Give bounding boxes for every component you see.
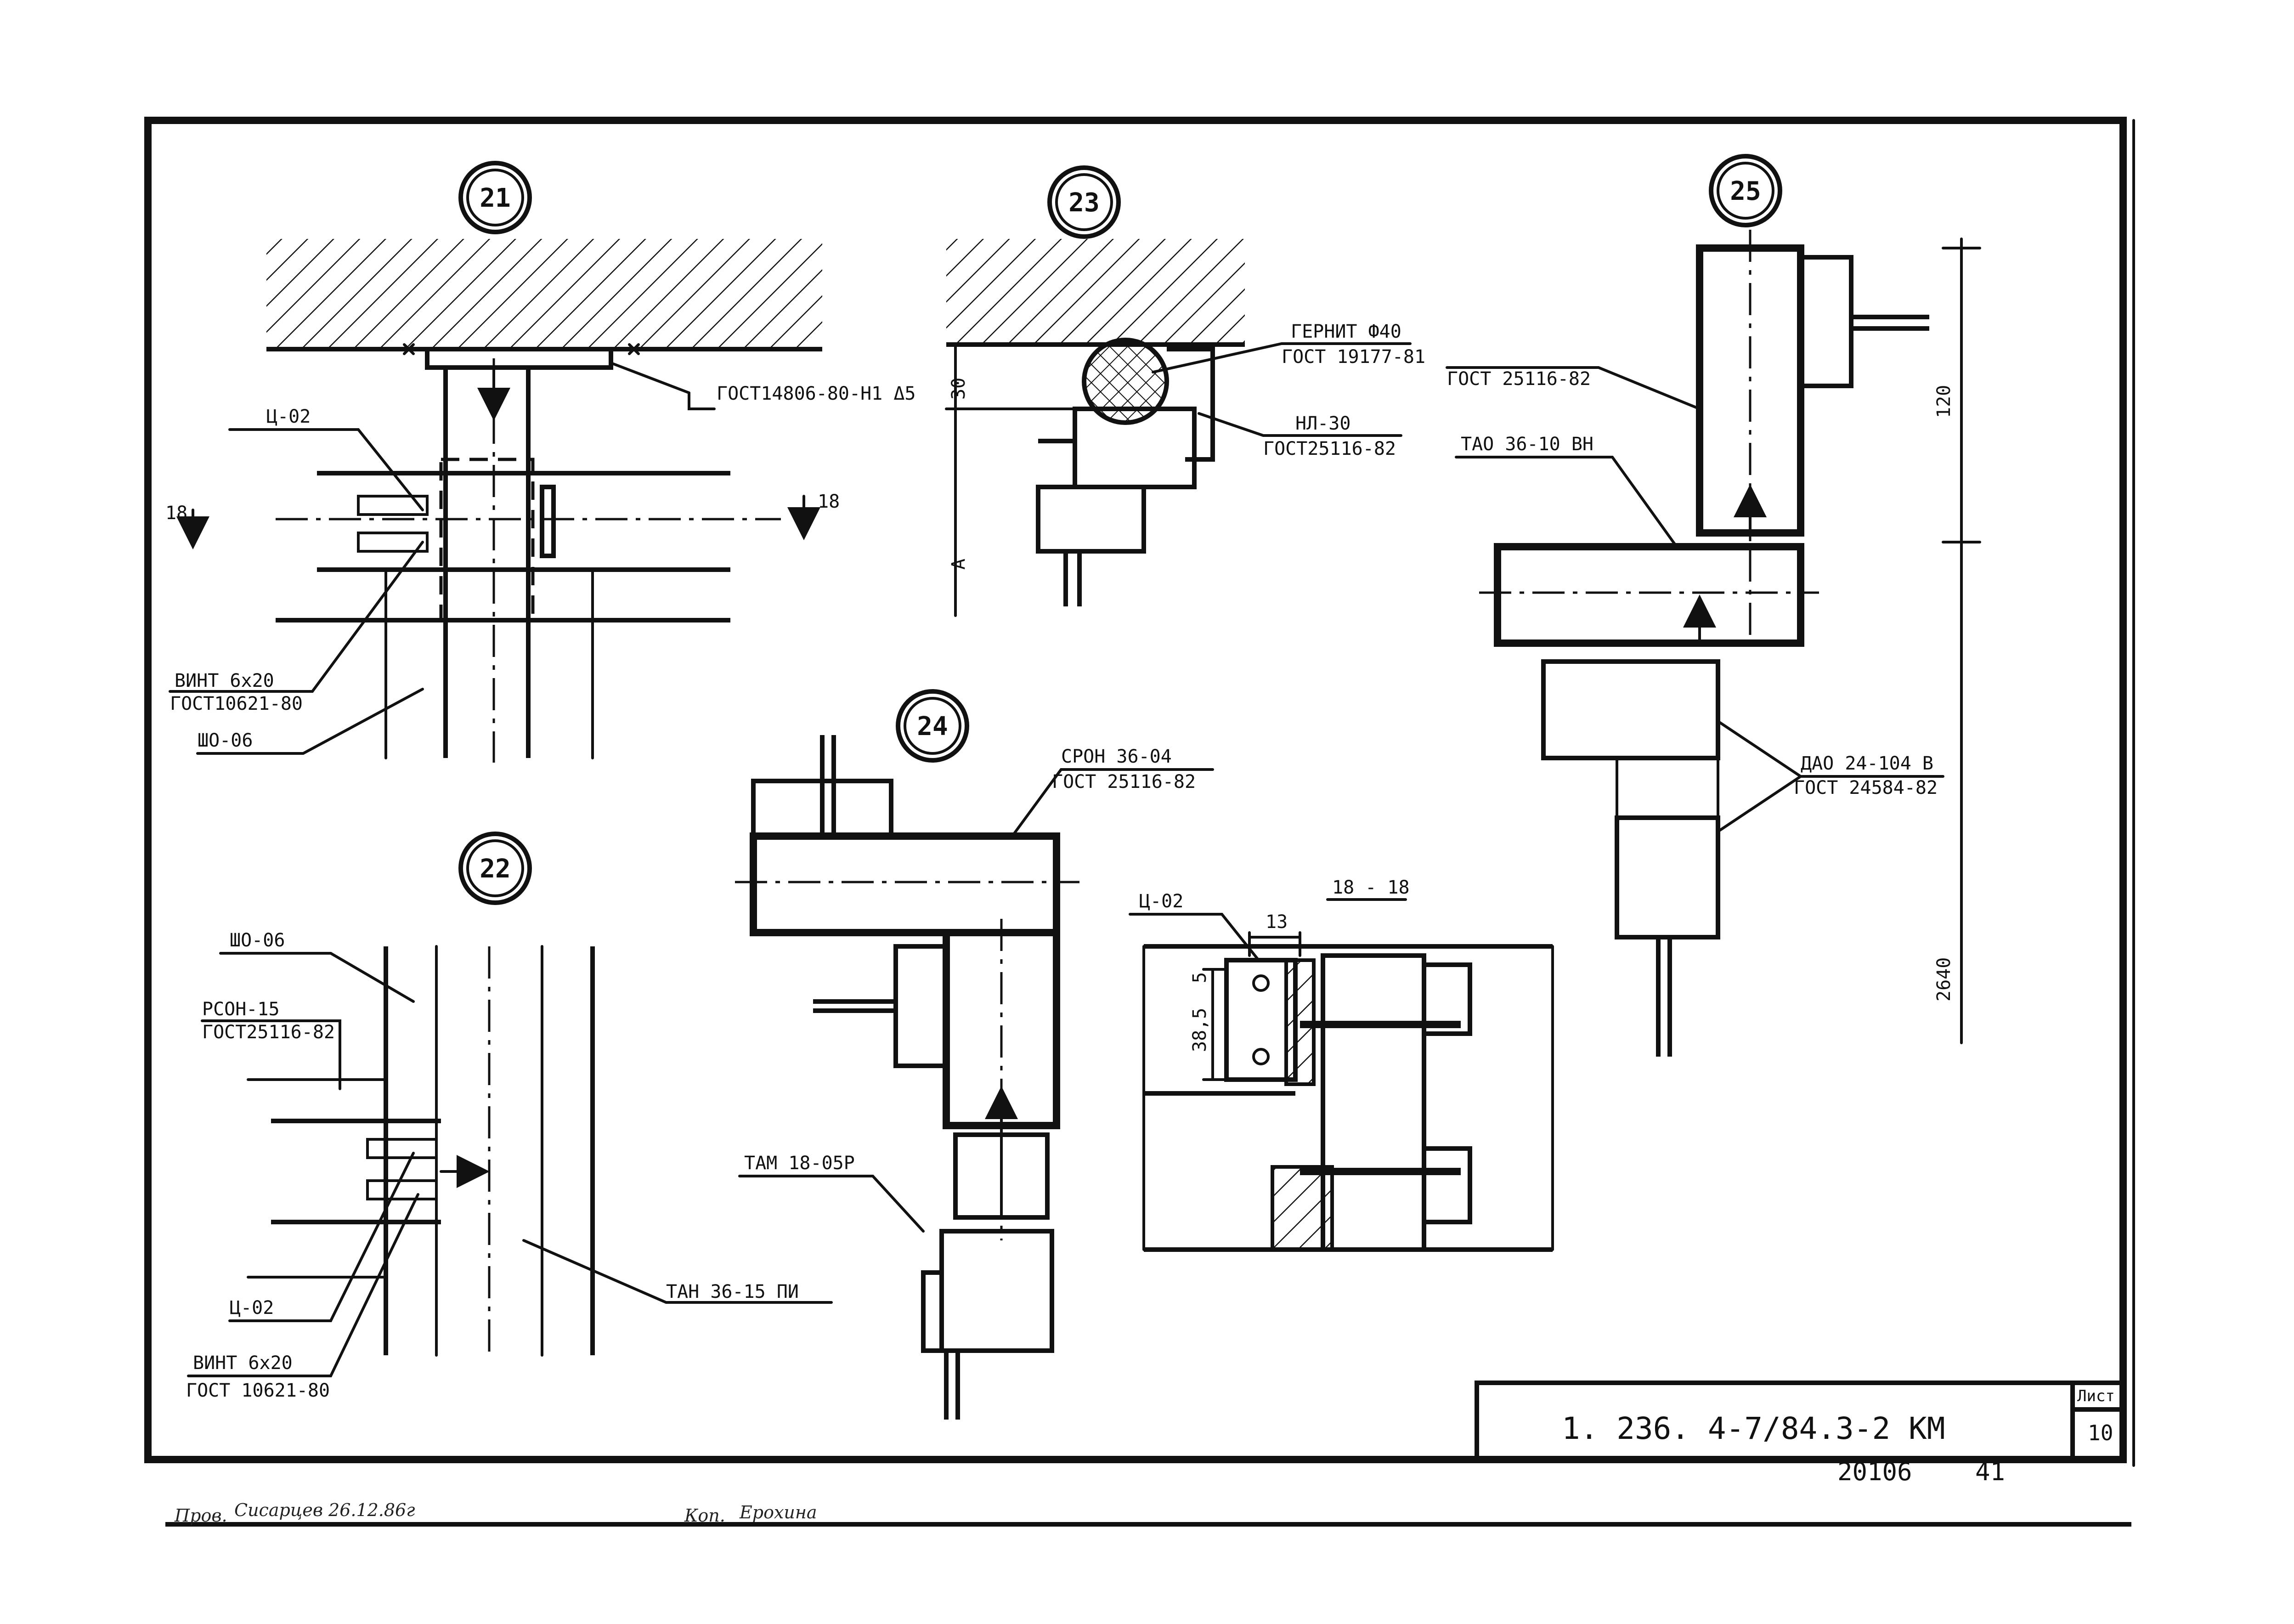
label-gost25116-22: ГОСТ25116-82	[202, 1022, 335, 1043]
sron-profile-24	[750, 832, 1060, 936]
page-number: 41	[1975, 1457, 2005, 1486]
detail-25: 25 120 2640 ГОСТ 25116-82 ТАО 36-10 ВН Д…	[1446, 154, 1981, 1057]
label-gost10621-21: ГОСТ10621-80	[170, 693, 303, 714]
callout-25-number: 25	[1730, 176, 1761, 206]
dim-30: 30	[948, 378, 969, 400]
label-vint-21: ВИНТ 6х20	[175, 670, 274, 691]
anchor-plate-21	[425, 347, 613, 370]
mullion-section-1818	[1321, 953, 1426, 1252]
label-gost14806: ГОСТ14806-80-Н1 Δ5	[717, 383, 915, 404]
section-title-18-18: 18 - 18	[1332, 877, 1410, 898]
checked-label: Пров.	[174, 1505, 227, 1526]
section-18-18: 18 - 18 Ц-02 13 5 38,5	[1129, 877, 1554, 1252]
label-gost25116-25: ГОСТ 25116-82	[1447, 368, 1591, 390]
callout-21-number: 21	[480, 183, 510, 213]
label-gost25116-24: ГОСТ 25116-82	[1052, 771, 1196, 792]
detail-23: 23 30 А ГЕРНИТ Ф40 ГОСТ 19177-81 НЛ-30 Г…	[945, 165, 1425, 617]
dim-A: А	[948, 559, 969, 570]
callout-21	[458, 161, 532, 234]
sheet-number: 10	[2088, 1420, 2113, 1445]
detail-21: 21 ГОСТ14806-80-Н1 Δ5 Ц-02 18 18 ВИНТ 6х…	[165, 161, 915, 763]
label-gost10621-22: ГОСТ 10621-80	[186, 1380, 330, 1401]
dim-38-5: 38,5	[1189, 1008, 1210, 1052]
label-sron-24: СРОН 36-04	[1061, 746, 1172, 767]
label-c02-1818: Ц-02	[1139, 891, 1183, 912]
callout-22	[458, 832, 532, 905]
label-gernit: ГЕРНИТ Ф40	[1291, 321, 1401, 342]
sheet-frame	[144, 117, 2127, 1463]
label-tam: ТАМ 18-05Р	[744, 1153, 855, 1174]
label-tao: ТАО 36-10 ВН	[1461, 434, 1593, 455]
label-nl30: НЛ-30	[1295, 413, 1350, 434]
checked-signature: Сисарцев 26.12.86г	[234, 1500, 415, 1520]
callout-24	[896, 689, 969, 763]
label-vint-22: ВИНТ 6х20	[193, 1352, 293, 1374]
copied-signature: Ерохина	[739, 1502, 817, 1522]
callout-25	[1709, 154, 1782, 227]
dao-profile-lower	[1615, 815, 1720, 939]
tao-profile	[1494, 543, 1804, 647]
label-gost24584: ГОСТ 24584-82	[1794, 777, 1938, 798]
dim-5: 5	[1189, 972, 1210, 983]
label-gost25116-nl: ГОСТ25116-82	[1263, 438, 1396, 459]
concrete-slab-21	[266, 239, 822, 349]
callout-24-number: 24	[917, 712, 948, 741]
c02-insert-21	[439, 458, 535, 622]
detail-24: 24 СРОН 36-04 ГОСТ 25116-82 ТАМ 18-05Р	[735, 689, 1214, 1420]
label-tan: ТАН 36-15 ПИ	[666, 1281, 799, 1302]
section-mark-18-right: 18	[818, 491, 840, 512]
dim-2640: 2640	[1933, 957, 1955, 1002]
label-sho06-22: ШО-06	[230, 930, 285, 951]
archive-number: 20106	[1837, 1457, 1912, 1486]
dao-profile-upper	[1541, 659, 1720, 760]
title-block-code: 1. 236. 4-7/84.3-2 КМ	[1562, 1411, 1945, 1446]
label-c02-21: Ц-02	[266, 406, 311, 427]
label-rson: РСОН-15	[202, 999, 280, 1020]
label-c02-22: Ц-02	[230, 1297, 274, 1318]
detail-22: 22 ШО-06 РСОН-15 ГОСТ25116-82 Ц-02 ВИНТ …	[186, 832, 833, 1401]
label-gost19177: ГОСТ 19177-81	[1282, 346, 1425, 368]
label-dao: ДАО 24-104 В	[1801, 753, 1933, 774]
label-sho06-21: ШО-06	[198, 730, 253, 751]
callout-23-number: 23	[1068, 188, 1099, 218]
callout-23	[1047, 165, 1121, 239]
concrete-slab-23	[946, 239, 1245, 345]
copied-label: Коп.	[684, 1505, 725, 1526]
title-block: 1. 236. 4-7/84.3-2 КМ Лист 10	[1475, 1381, 2125, 1462]
dim-120: 120	[1933, 385, 1955, 418]
dim-13: 13	[1266, 911, 1288, 933]
sheet-label: Лист	[2077, 1387, 2115, 1405]
section-mark-18-left: 18	[165, 503, 187, 524]
gernit-seal	[1082, 338, 1169, 425]
callout-22-number: 22	[480, 854, 510, 884]
